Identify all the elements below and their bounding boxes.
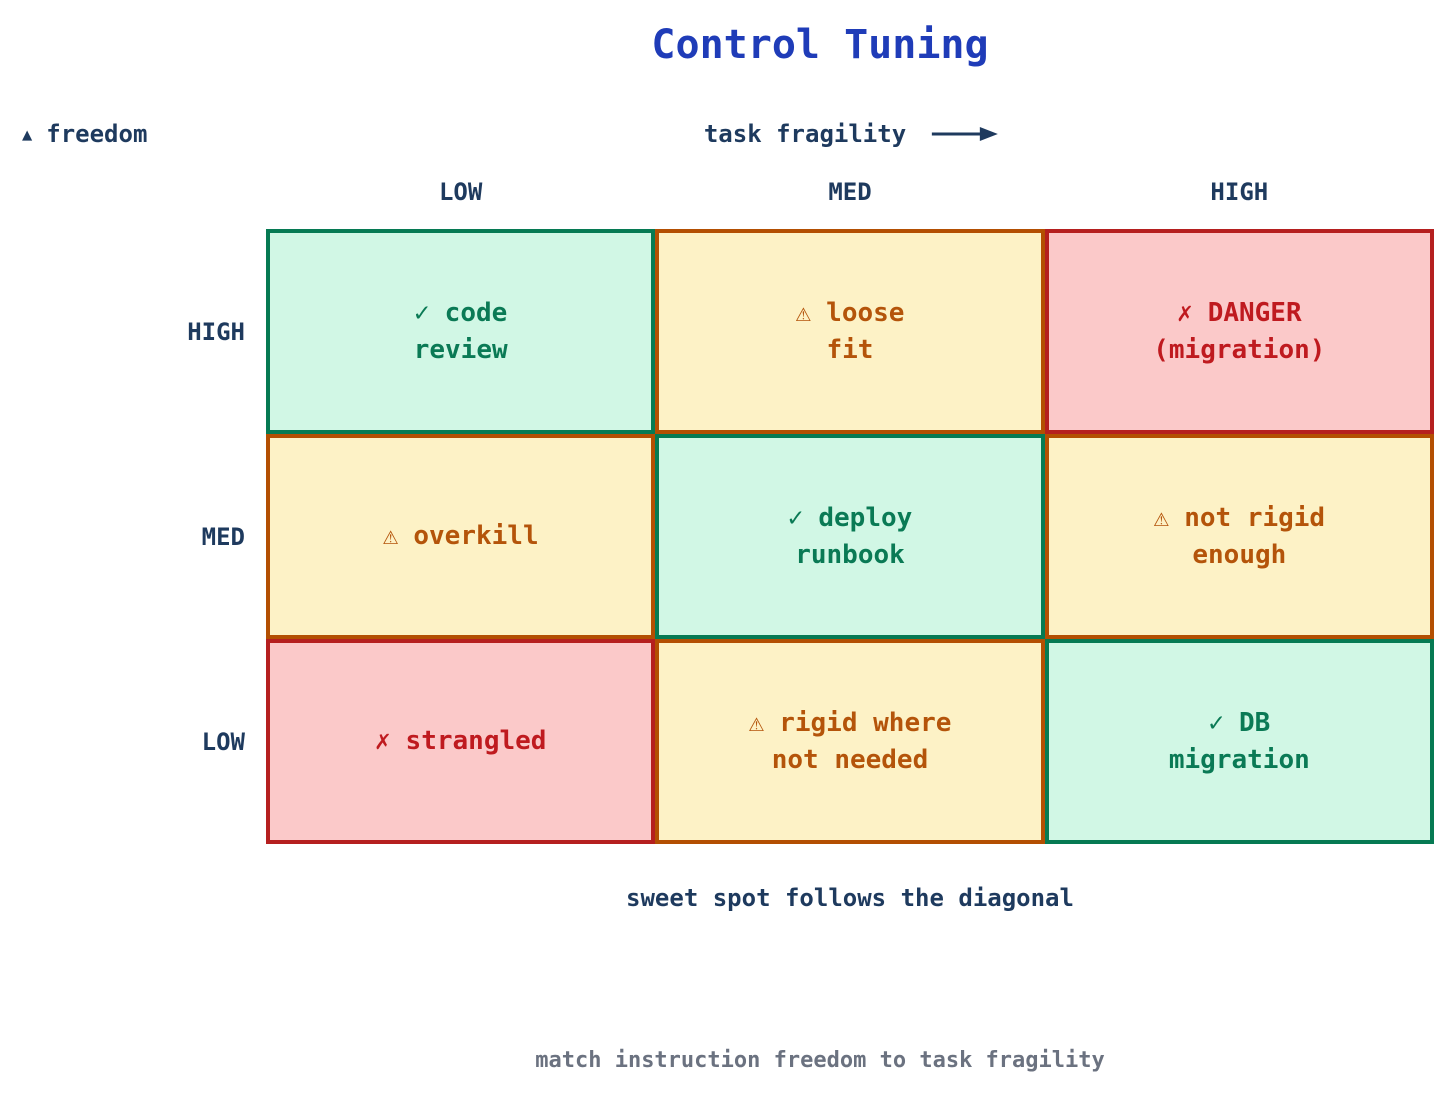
cross-icon: ✗	[1177, 297, 1193, 328]
cell-med-med: ✓ deploy runbook	[655, 434, 1045, 639]
cell-low-high: ✓ DB migration	[1044, 639, 1434, 844]
cell-label: not rigid	[1184, 502, 1326, 533]
cross-icon: ✗	[374, 726, 391, 756]
cell-label-line2: enough	[1192, 539, 1287, 570]
column-header-high: HIGH	[1210, 178, 1269, 206]
cell-label-line2: review	[413, 334, 508, 365]
warning-icon: ⚠	[795, 297, 812, 328]
cell-med-high: ⚠ not rigid enough	[1044, 434, 1434, 639]
row-header-high: HIGH	[187, 317, 245, 346]
y-axis-label: ▲ freedom	[22, 120, 147, 148]
cell-label-line2: migration	[1168, 744, 1310, 775]
cell-label: strangled	[405, 726, 547, 756]
check-icon: ✓	[1208, 707, 1224, 738]
cell-label: code	[444, 297, 508, 328]
cell-high-high: ✗ DANGER (migration)	[1044, 229, 1434, 434]
column-headers: LOW MED HIGH	[266, 178, 1434, 206]
row-headers: HIGH MED LOW	[0, 229, 245, 844]
check-icon: ✓	[414, 297, 430, 328]
warning-icon: ⚠	[382, 521, 399, 551]
x-axis-label: task fragility	[704, 120, 1000, 148]
cell-label: rigid where	[779, 707, 952, 738]
cell-label: loose	[826, 297, 905, 328]
column-header-low: LOW	[438, 178, 483, 206]
cell-high-med: ⚠ loose fit	[655, 229, 1045, 434]
cell-low-med: ⚠ rigid where not needed	[655, 639, 1045, 844]
cell-label-line2: (migration)	[1153, 334, 1326, 365]
right-arrow-icon	[932, 127, 999, 141]
cell-label-line2: runbook	[795, 539, 905, 570]
cell-low-low: ✗ strangled	[266, 639, 656, 844]
check-icon: ✓	[787, 502, 804, 533]
page-title: Control Tuning	[651, 22, 989, 68]
x-axis-label-text: task fragility	[703, 120, 907, 148]
triangle-up-icon: ▲	[22, 124, 33, 145]
axis-labels-row: ▲ freedom task fragility	[0, 120, 1456, 152]
row-header-med: MED	[201, 522, 245, 551]
cell-label: deploy	[818, 502, 913, 533]
caption-diagonal: sweet spot follows the diagonal	[626, 884, 1074, 912]
cell-label: DANGER	[1207, 297, 1302, 328]
cell-med-low: ⚠ overkill	[266, 434, 656, 639]
cell-high-low: ✓ code review	[266, 229, 656, 434]
row-header-low: LOW	[201, 727, 245, 756]
cell-label-line2: fit	[826, 334, 874, 365]
cell-label: DB	[1238, 707, 1271, 738]
column-header-med: MED	[828, 178, 872, 206]
caption-footer: match instruction freedom to task fragil…	[535, 1048, 1105, 1073]
warning-icon: ⚠	[748, 707, 765, 738]
warning-icon: ⚠	[1153, 502, 1170, 533]
y-axis-label-text: freedom	[46, 120, 148, 148]
matrix-grid: ✓ code review ⚠ loose fit ✗ DANGER (migrati…	[266, 229, 1434, 844]
cell-label-line2: not needed	[771, 744, 929, 775]
cell-label: overkill	[413, 521, 539, 551]
